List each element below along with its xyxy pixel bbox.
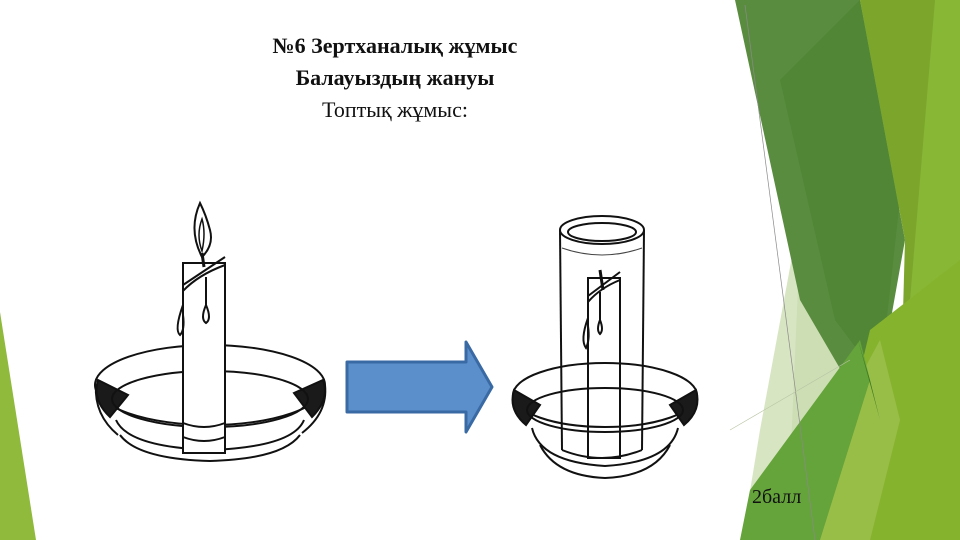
slide-title: №6 Зертханалық жұмыс (272, 33, 518, 58)
experiment-name: Балауыздың жануы (295, 65, 495, 90)
title-block: №6 Зертханалық жұмыс Балауыздың жануы То… (180, 30, 610, 126)
work-type-subtitle: Топтық жұмыс: (322, 97, 468, 122)
right-arrow-icon (345, 340, 494, 434)
score-label: 2балл (752, 486, 802, 508)
left-edge-sliver (0, 312, 36, 540)
lit-candle-illustration (94, 200, 327, 463)
covered-candle-illustration (511, 215, 699, 480)
